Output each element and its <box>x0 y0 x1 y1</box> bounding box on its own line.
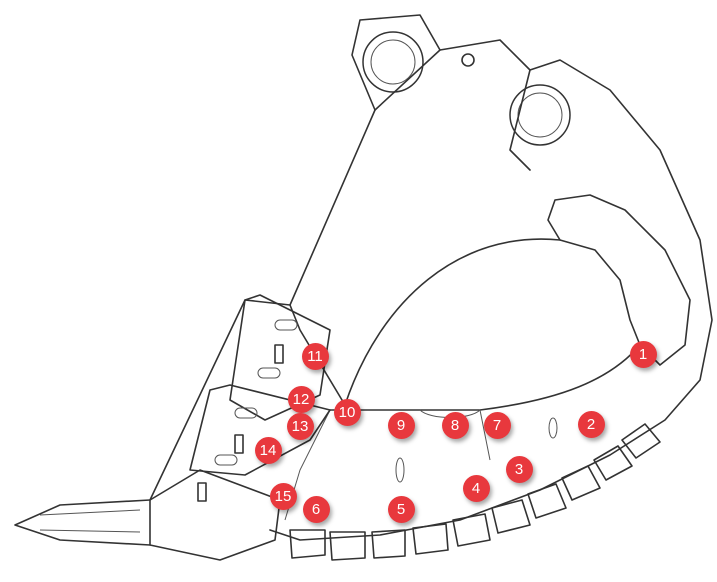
callout-marker: 10 <box>333 398 361 426</box>
teeth <box>289 423 661 561</box>
callout-marker: 8 <box>441 411 469 439</box>
marker-label: 5 <box>396 500 406 518</box>
marker-label: 1 <box>638 345 648 363</box>
pin-boss-lower <box>509 84 571 146</box>
callout-marker: 13 <box>286 412 314 440</box>
callout-marker: 14 <box>254 436 282 464</box>
callout-marker: 7 <box>483 411 511 439</box>
marker-label: 9 <box>396 416 406 434</box>
marker-label: 3 <box>514 460 524 478</box>
callout-marker: 5 <box>387 495 415 523</box>
marker-label: 15 <box>274 487 292 505</box>
bucket-inner-opening <box>547 194 691 366</box>
marker-label: 11 <box>307 347 323 365</box>
side-shroud-upper <box>229 294 331 421</box>
side-tooth <box>14 499 151 546</box>
callout-marker: 11 <box>301 342 329 370</box>
callout-marker: 6 <box>302 495 330 523</box>
marker-label: 8 <box>450 416 460 434</box>
callout-marker: 15 <box>269 482 297 510</box>
callout-marker: 3 <box>505 455 533 483</box>
marker-label: 2 <box>586 415 596 433</box>
callout-marker: 12 <box>287 385 315 413</box>
marker-label: 7 <box>492 416 502 434</box>
bucket-outer-shell <box>149 14 713 541</box>
marker-label: 12 <box>292 390 310 408</box>
callout-marker: 4 <box>462 474 490 502</box>
marker-label: 13 <box>291 417 309 435</box>
marker-label: 10 <box>338 403 356 421</box>
marker-label: 14 <box>259 441 277 459</box>
callout-marker: 1 <box>629 340 657 368</box>
marker-label: 4 <box>471 479 481 497</box>
callout-marker: 9 <box>387 411 415 439</box>
callout-marker: 2 <box>577 410 605 438</box>
pin-boss-upper <box>362 31 424 93</box>
side-shroud-lower <box>189 384 331 476</box>
marker-label: 6 <box>311 500 321 518</box>
